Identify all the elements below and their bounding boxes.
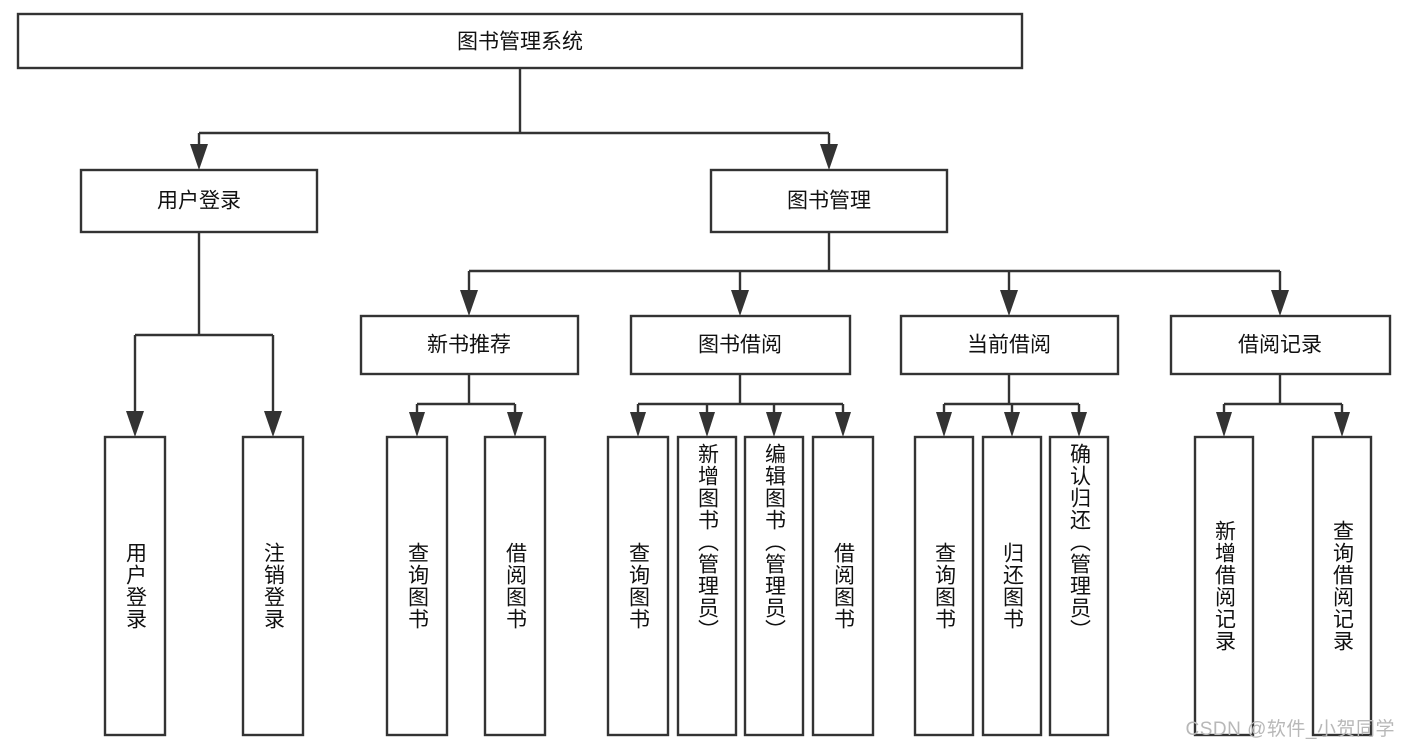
leaf-box-add-borrow-record[interactable] [1193,435,1255,737]
arrow-records-to-leaf-1 [1216,412,1232,437]
arrow-borrow-to-leaf-3 [766,412,782,437]
node-user-login-label: 用户登录 [157,190,241,213]
leaf-box-query-book-borrow[interactable] [606,435,670,737]
arrow-current-to-leaf-3 [1071,412,1087,437]
leaf-box-edit-book-admin[interactable] [743,435,805,737]
leaf-box-confirm-return-admin[interactable] [1048,435,1110,737]
leaf-box-query-book-recommend[interactable] [385,435,449,737]
leaf-box-query-borrow-record[interactable] [1311,435,1373,737]
node-user-login[interactable]: 用户登录 [79,168,319,234]
leaf-box-query-book-current[interactable] [913,435,975,737]
arrow-book-mgmt-to-current [1000,290,1018,316]
node-root[interactable]: 图书管理系统 [16,12,1024,70]
arrow-current-to-leaf-1 [936,412,952,437]
node-root-label: 图书管理系统 [457,31,583,54]
node-book-borrow-label: 图书借阅 [698,334,782,357]
node-borrow-records[interactable]: 借阅记录 [1169,314,1392,376]
arrow-new-book-to-leaf-2 [507,412,523,437]
node-borrow-records-box[interactable] [1169,314,1392,376]
arrow-records-to-leaf-2 [1334,412,1350,437]
leaf-box-layer [103,435,1373,737]
node-new-book-recommend-label: 新书推荐 [427,334,511,357]
arrow-current-to-leaf-2 [1004,412,1020,437]
arrow-root-to-book-mgmt [820,144,838,170]
arrow-borrow-to-leaf-2 [699,412,715,437]
node-borrow-records-label: 借阅记录 [1238,334,1322,357]
arrow-new-book-to-leaf-1 [409,412,425,437]
arrow-user-login-to-leaf-2 [264,411,282,437]
leaf-box-borrow-book-recommend[interactable] [483,435,547,737]
node-current-borrow-label: 当前借阅 [967,334,1051,357]
arrow-borrow-to-leaf-4 [835,412,851,437]
node-user-login-box[interactable] [79,168,319,234]
node-book-management-label: 图书管理 [787,190,871,213]
arrow-book-mgmt-to-new-book [460,290,478,316]
csdn-watermark: CSDN @软件_小贺同学 [1185,719,1395,740]
node-book-management[interactable]: 图书管理 [709,168,949,234]
arrow-borrow-to-leaf-1 [630,412,646,437]
node-book-management-box[interactable] [709,168,949,234]
leaf-box-user-login[interactable] [103,435,167,737]
arrow-root-to-user-login [190,144,208,170]
leaf-box-borrow-book[interactable] [811,435,875,737]
node-new-book-recommend-box[interactable] [359,314,580,376]
arrow-book-mgmt-to-borrow [731,290,749,316]
leaf-box-add-book-admin[interactable] [676,435,738,737]
leaf-box-return-book[interactable] [981,435,1043,737]
arrow-book-mgmt-to-records [1271,290,1289,316]
node-current-borrow-box[interactable] [899,314,1120,376]
node-current-borrow[interactable]: 当前借阅 [899,314,1120,376]
node-root-box[interactable] [16,12,1024,70]
node-book-borrow-box[interactable] [629,314,852,376]
leaf-box-logout[interactable] [241,435,305,737]
arrow-user-login-to-leaf-1 [126,411,144,437]
connector-layer [126,68,1350,437]
node-book-borrow[interactable]: 图书借阅 [629,314,852,376]
node-new-book-recommend[interactable]: 新书推荐 [359,314,580,376]
